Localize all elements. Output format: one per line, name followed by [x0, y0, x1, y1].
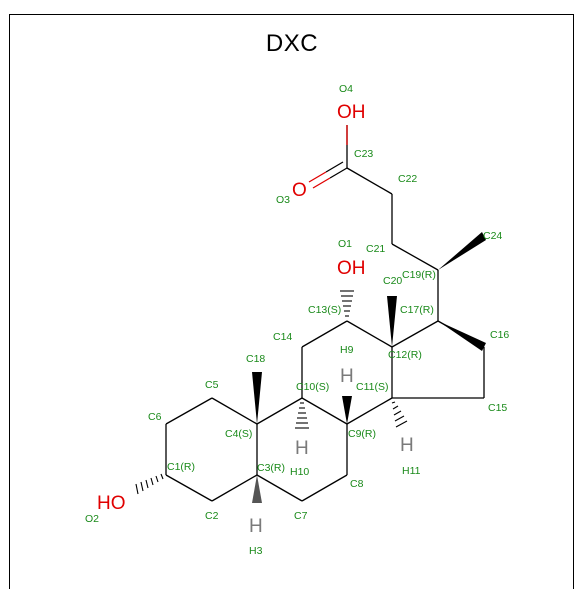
- label-c19: C19(R): [402, 269, 436, 281]
- bond-c23-o3-a: [329, 167, 348, 179]
- label-c3: C3(R): [257, 462, 285, 474]
- label-c24: C24: [483, 230, 502, 242]
- label-c8: C8: [350, 478, 364, 490]
- bond-c2-c1: [165, 474, 213, 502]
- bond-c4-c10: [256, 397, 303, 425]
- wedge-c12-c20: [387, 296, 397, 347]
- label-h-c11: H: [400, 435, 414, 456]
- molecule-title: DXC: [265, 30, 319, 57]
- label-c18: C18: [246, 353, 265, 365]
- label-c10: C10(S): [296, 381, 329, 393]
- label-o3: O3: [276, 194, 290, 206]
- label-c22: C22: [398, 173, 417, 185]
- label-c16: C16: [490, 329, 509, 341]
- label-c4: C4(S): [225, 428, 252, 440]
- label-c7: C7: [294, 510, 308, 522]
- bond-c12-c17: [391, 320, 439, 348]
- label-c23: C23: [354, 148, 373, 160]
- label-h10: H10: [290, 466, 309, 478]
- label-c6: C6: [148, 411, 162, 423]
- label-c20: C20: [383, 275, 402, 287]
- label-o2: O2: [85, 513, 99, 525]
- bond-c10-c9: [301, 397, 348, 425]
- bond-c22-c23: [346, 167, 393, 195]
- bond-o3-red-b: [308, 171, 327, 183]
- diagram-frame: [9, 14, 574, 589]
- label-o4: O4: [339, 83, 353, 95]
- label-h-c9: H: [340, 366, 354, 387]
- bond-o3-red-a: [312, 177, 331, 189]
- label-c21: C21: [366, 243, 385, 255]
- wedge-c3-h: [252, 475, 262, 503]
- label-o-carbonyl: O: [292, 180, 307, 201]
- label-h-c10: H: [295, 438, 309, 459]
- label-c11: C11(S): [356, 381, 388, 393]
- wedge-c19-c24: [438, 232, 486, 270]
- label-c15: C15: [488, 402, 507, 414]
- bond-c19-c21: [391, 243, 439, 271]
- bond-c13-c12: [346, 320, 393, 348]
- label-oh-c13: OH: [337, 258, 366, 279]
- bond-c23-o3-b: [325, 161, 344, 173]
- label-c2: C2: [205, 510, 219, 522]
- bond-c14-c13: [301, 320, 348, 348]
- label-c14: C14: [273, 331, 292, 343]
- label-c9: C9(R): [348, 428, 376, 440]
- bond-c6-c5: [165, 397, 213, 425]
- bond-c3-c2: [211, 474, 258, 502]
- wedge-c4-c18: [252, 372, 262, 424]
- wedge-c17-c16: [438, 321, 486, 351]
- hash-c11-h: [391, 401, 408, 428]
- bond-c7-c3: [256, 474, 303, 502]
- label-c5: C5: [205, 379, 219, 391]
- label-c12: C12(R): [388, 349, 422, 361]
- hash-c10-h: [295, 402, 309, 429]
- wedge-c9-h: [342, 396, 352, 424]
- hash-c13-oh: [340, 290, 354, 317]
- bond-c8-c7: [301, 474, 348, 502]
- label-h11: H11: [402, 465, 421, 477]
- label-oh-carboxyl: OH: [337, 102, 366, 123]
- label-c13: C13(S): [308, 304, 341, 316]
- bond-c5-c4: [211, 397, 258, 425]
- label-c1: C1(R): [167, 461, 195, 473]
- bond-c11-c9: [346, 397, 393, 425]
- label-h-c3: H: [249, 516, 263, 537]
- hash-c1-ho: [135, 473, 164, 495]
- label-h3: H3: [249, 545, 263, 557]
- label-o1: O1: [338, 238, 352, 250]
- label-c17: C17(R): [400, 304, 434, 316]
- label-ho-c1: HO: [97, 493, 126, 514]
- label-h9: H9: [340, 344, 354, 356]
